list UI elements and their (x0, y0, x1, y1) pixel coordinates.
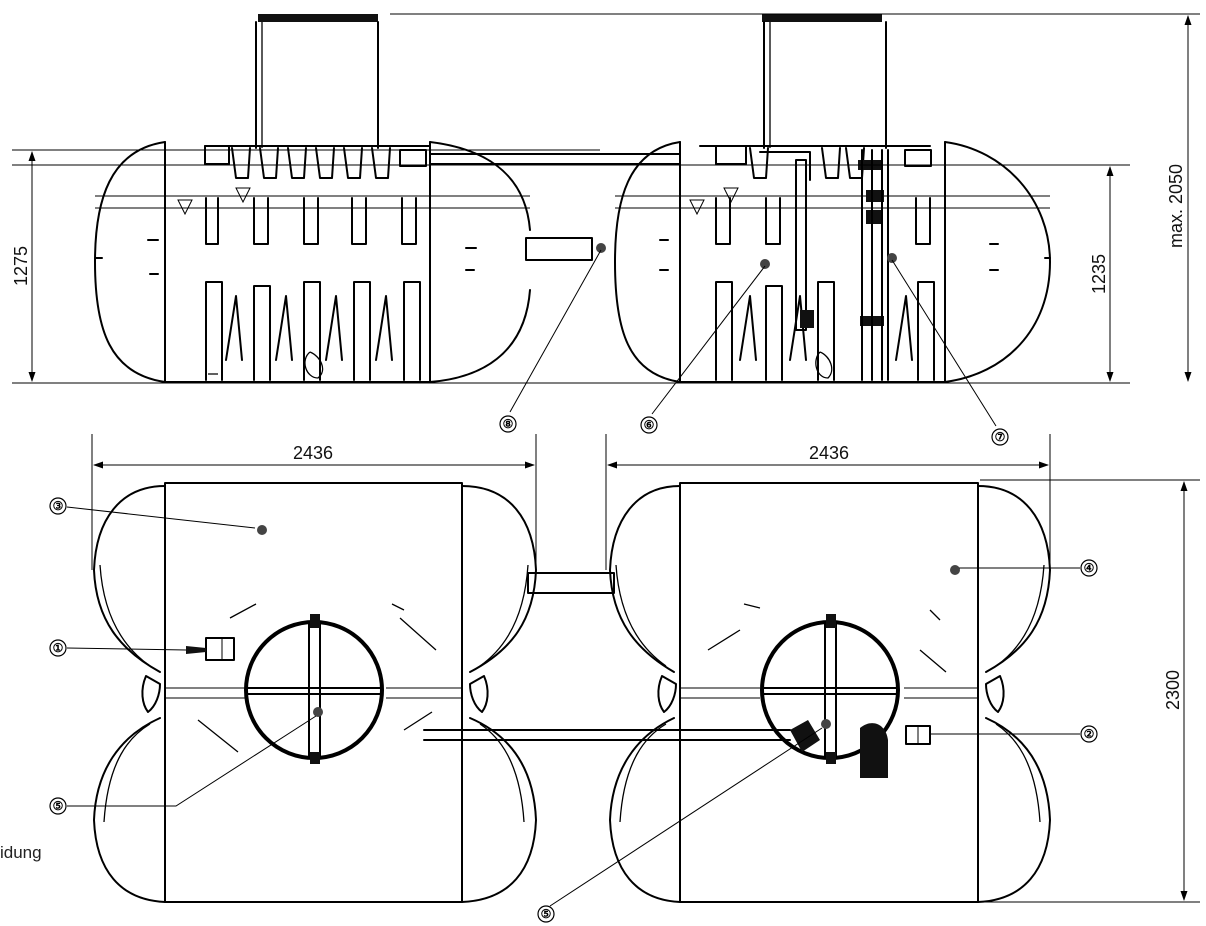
caption-fragment: idung (0, 843, 42, 862)
dimension-height-right: 1235 (1089, 166, 1114, 382)
callout-4: ④ (959, 559, 1098, 577)
dimension-width-left: 2436 (91, 434, 537, 570)
dimension-label-total-height: max. 2050 (1166, 164, 1186, 248)
callout-7: ⑦ (891, 259, 1009, 446)
callout-2: ② (930, 725, 1098, 743)
dimension-label-height-left: 1275 (11, 246, 31, 286)
svg-text:①: ① (53, 641, 64, 655)
connector-pipe-top (527, 572, 615, 594)
svg-text:④: ④ (1084, 561, 1095, 575)
svg-text:⑥: ⑥ (644, 418, 655, 432)
svg-text:⑧: ⑧ (503, 417, 514, 431)
callout-3: ③ (49, 497, 256, 529)
side-view-right-tank (614, 14, 1051, 383)
top-view-left-tank (93, 482, 537, 903)
callout-5-right: ⑤ (537, 727, 823, 923)
connector-pipe-bottom (423, 729, 791, 741)
dimension-depth: 2300 (980, 479, 1200, 903)
svg-text:⑦: ⑦ (995, 430, 1006, 444)
side-view: 1275 1235 max. 2050 ⑧ ⑥ ⑦ (11, 13, 1200, 446)
side-view-left-tank (94, 14, 606, 383)
dimension-width-right: 2436 (605, 434, 1051, 570)
svg-text:②: ② (1084, 727, 1095, 741)
dimension-label-width-left: 2436 (293, 443, 333, 463)
dimension-label-width-right: 2436 (809, 443, 849, 463)
callout-6: ⑥ (640, 265, 766, 434)
callout-8: ⑧ (499, 249, 602, 433)
top-view-right-tank (609, 482, 1051, 903)
callout-1: ① (49, 639, 187, 657)
dimension-label-height-right: 1235 (1089, 254, 1109, 294)
dimension-height-left: 1275 (11, 149, 1130, 384)
svg-text:⑤: ⑤ (53, 799, 64, 813)
callout-5-left: ⑤ (49, 715, 317, 815)
top-view: 2436 2436 (49, 434, 1200, 923)
dimension-label-depth: 2300 (1163, 670, 1183, 710)
dimension-total-height: max. 2050 (390, 13, 1200, 382)
svg-text:③: ③ (53, 499, 64, 513)
svg-text:⑤: ⑤ (541, 907, 552, 921)
